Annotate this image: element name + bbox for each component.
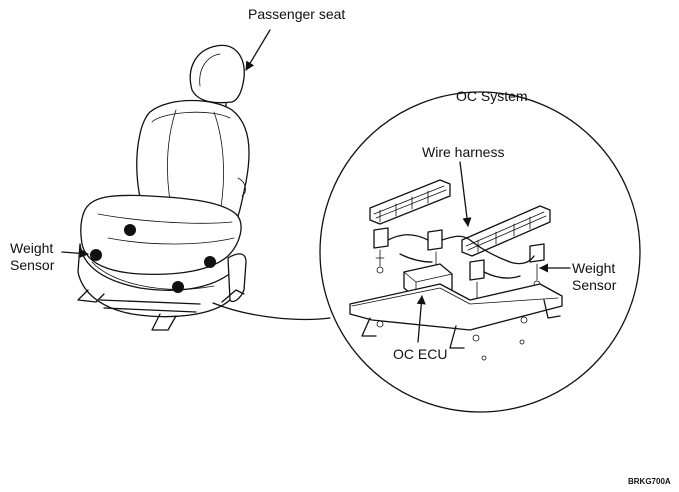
oc-ecu-arrow: [416, 295, 426, 343]
seat-sensor-dot-1: [124, 224, 136, 236]
oc-system-drawing: [349, 179, 563, 361]
wire-harness-arrow: [459, 161, 472, 227]
seat-sensor-dot-4: [172, 281, 184, 293]
oc-ecu-label: OC ECU: [393, 346, 448, 362]
weight-sensor-left-label-line1: Weight: [10, 240, 54, 256]
weight-sensor-right-label-line2: Sensor: [572, 277, 617, 293]
magnifier-leader: [212, 302, 331, 321]
oc-system-circle: [319, 91, 641, 413]
weight-sensor-left-label-line2: Sensor: [10, 257, 55, 273]
figure-code: BRKG700A: [628, 477, 671, 486]
passenger-seat-label: Passenger seat: [248, 6, 346, 22]
passenger-seat-drawing: [77, 44, 250, 331]
weight-sensor-right-label-line1: Weight: [572, 260, 616, 276]
seat-sensor-dot-3: [204, 256, 216, 268]
left-weight-sensor-arrow: [61, 248, 89, 258]
wire-harness-label: Wire harness: [422, 144, 505, 160]
passenger-seat-arrow: [245, 29, 271, 71]
seat-sensor-dot-2: [90, 249, 102, 261]
oc-system-label: OC System: [456, 88, 528, 104]
